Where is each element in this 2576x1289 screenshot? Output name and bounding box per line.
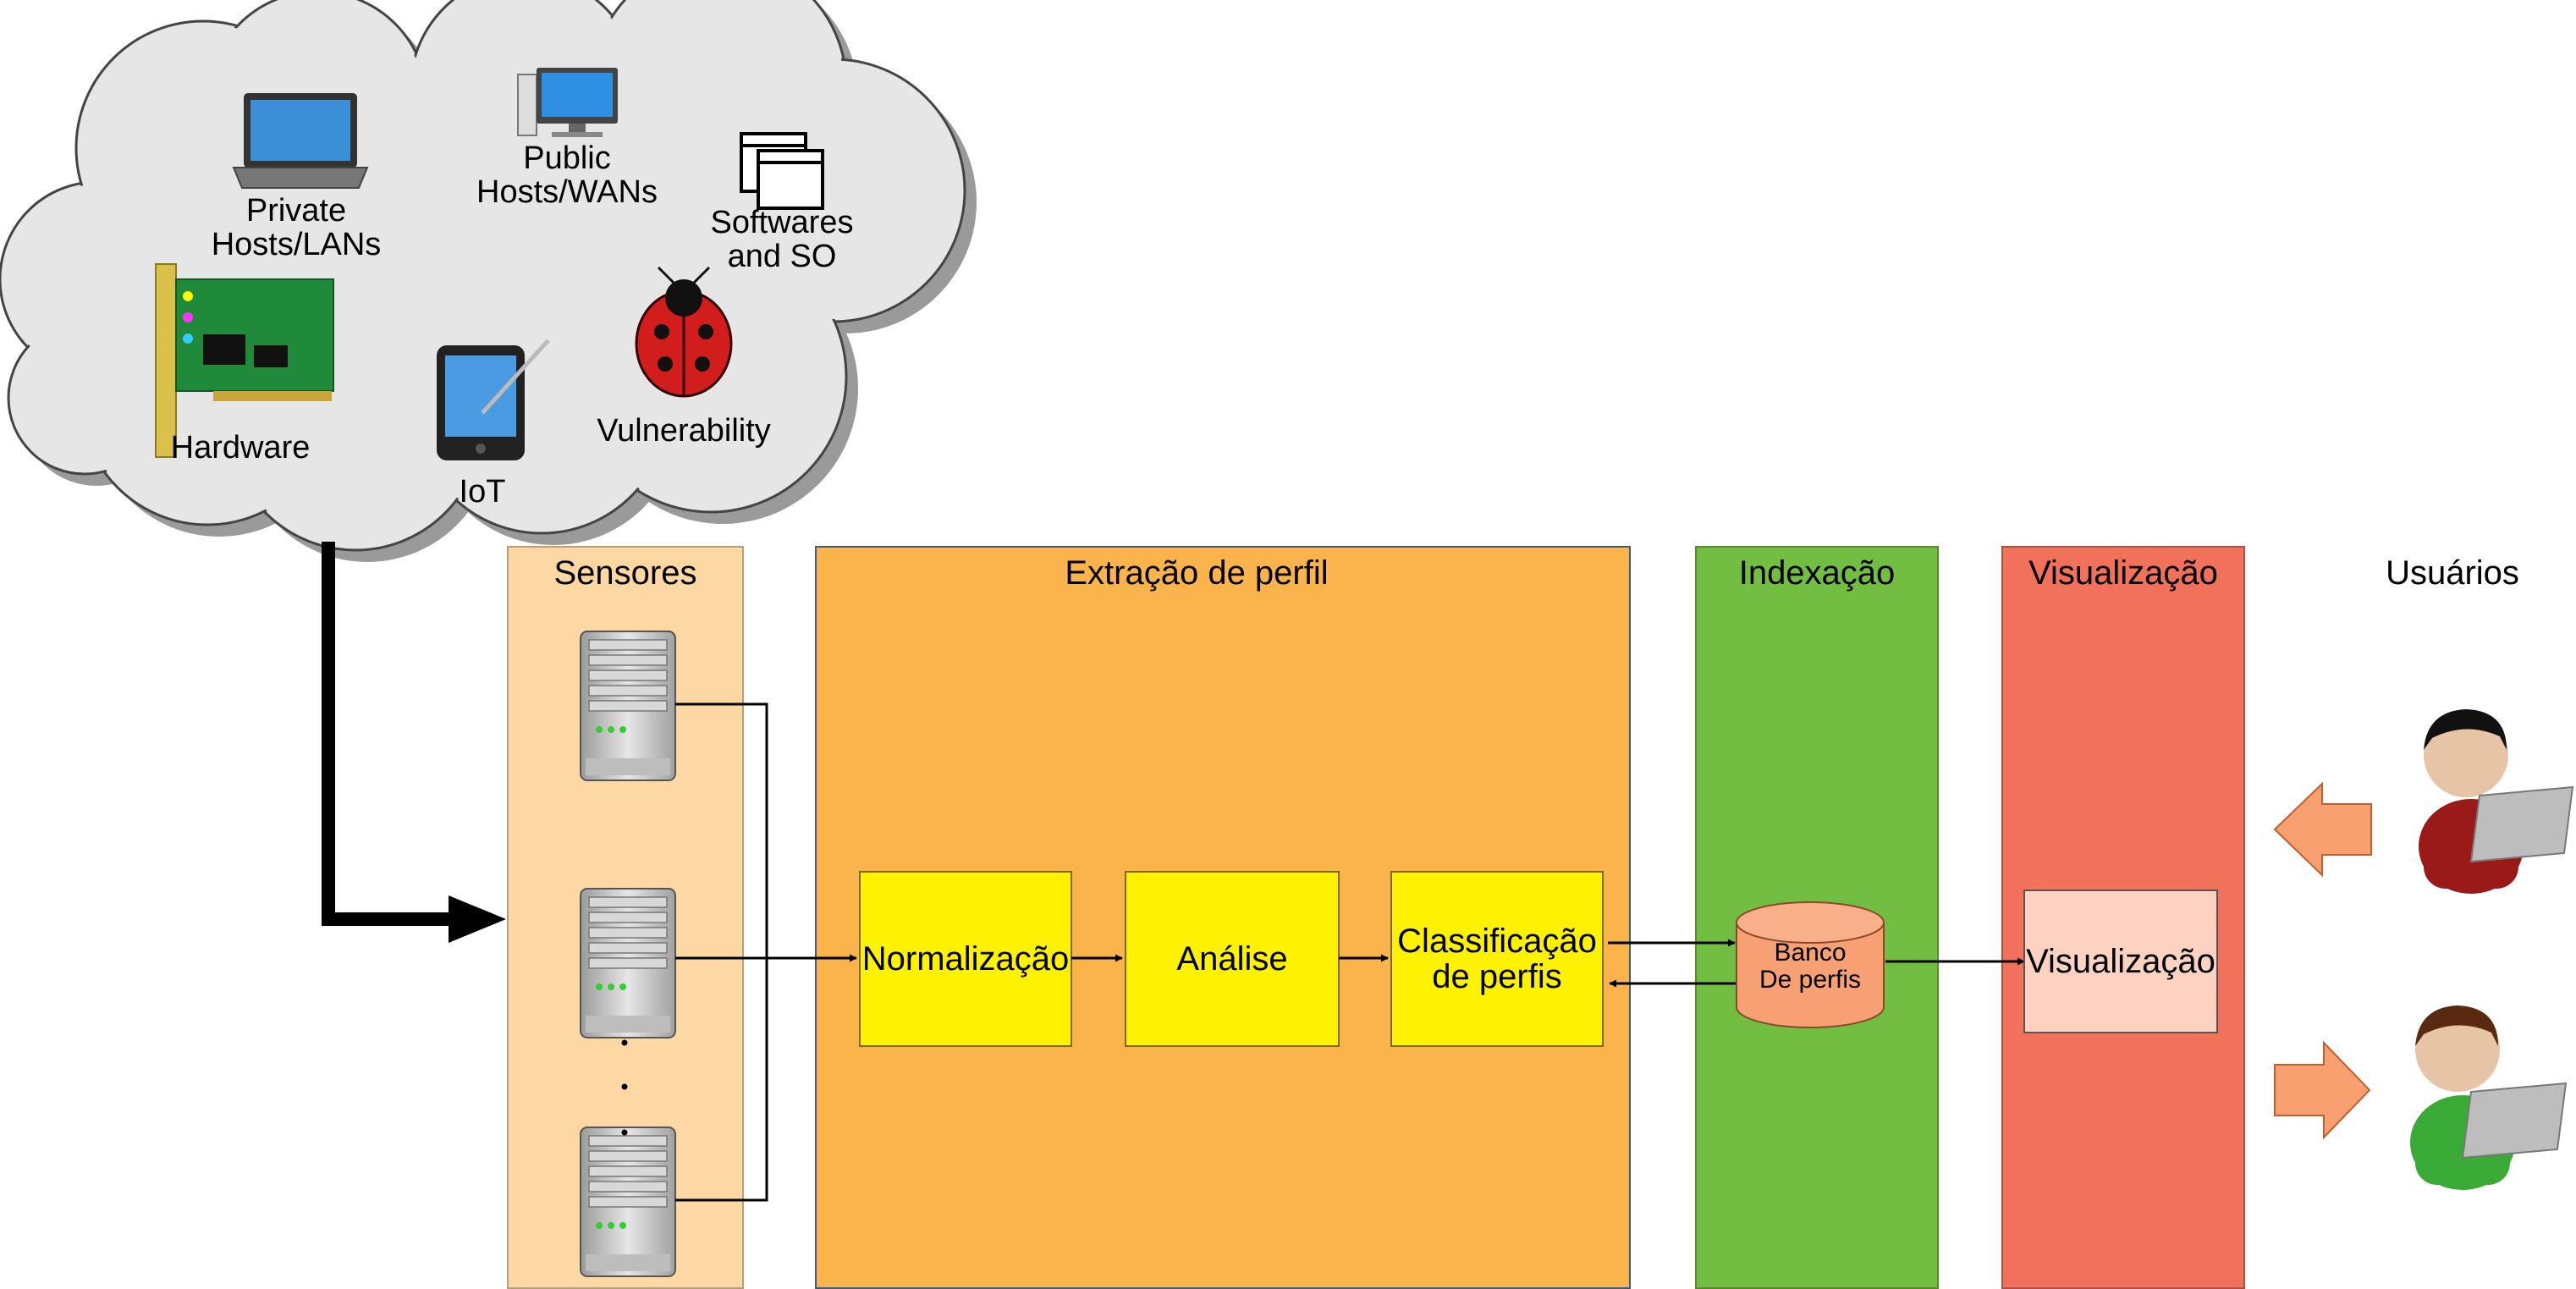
public-hosts-label: Public Hosts/WANs	[476, 140, 658, 210]
classificacao-label: Classificação de perfis	[1397, 923, 1597, 995]
analise-label: Análise	[1176, 940, 1288, 978]
user-red-icon	[2419, 709, 2574, 894]
database-icon	[1736, 901, 1885, 1028]
usuarios-title: Usuários	[2386, 554, 2519, 592]
tablet-icon	[437, 339, 550, 460]
extracao-title: Extração de perfil	[1065, 554, 1329, 592]
indexacao-title: Indexação	[1738, 554, 1896, 592]
visualizacao-box	[2023, 890, 2218, 1033]
arrow-left-icon	[2273, 781, 2372, 878]
laptop-icon	[232, 93, 369, 189]
sensores-title: Sensores	[553, 554, 697, 592]
server-icon	[580, 888, 676, 1038]
softwares-label: Softwares and SO	[710, 205, 854, 274]
vulnerability-label: Vulnerability	[597, 413, 771, 449]
visualizacao-box-label: Visualização	[2026, 943, 2215, 980]
network-card-icon	[155, 263, 334, 458]
private-hosts-label: Private Hosts/LANs	[211, 193, 382, 262]
cloud-to-sensors-arrow	[322, 542, 506, 943]
arrow-right-icon	[2274, 1040, 2371, 1140]
windows-icon	[740, 132, 824, 210]
analise-box	[1125, 871, 1340, 1047]
normalizacao-label: Normalização	[861, 940, 1070, 978]
ladybug-icon	[635, 266, 733, 398]
visualizacao-title: Visualização	[2028, 554, 2218, 592]
ellipsis-dots	[621, 1039, 628, 1136]
classificacao-box	[1390, 871, 1604, 1047]
step-arrows	[1071, 939, 2025, 988]
user-green-icon	[2410, 1005, 2568, 1190]
database-label: Banco De perfis	[1759, 939, 1862, 994]
sensor-connectors	[675, 702, 857, 1202]
desktop-icon	[517, 68, 618, 137]
hardware-label: Hardware	[170, 430, 311, 465]
iot-label: IoT	[459, 474, 506, 510]
server-icon	[580, 631, 676, 781]
normalizacao-box	[859, 871, 1072, 1047]
server-icon	[580, 1126, 676, 1277]
